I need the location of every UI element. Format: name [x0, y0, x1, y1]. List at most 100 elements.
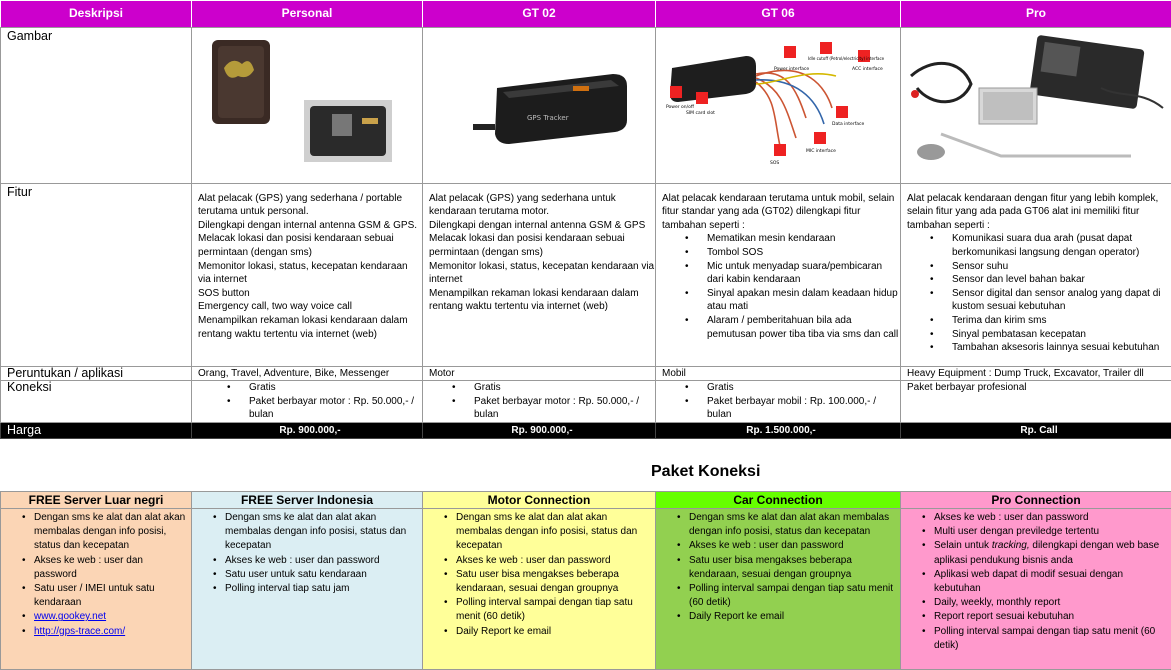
gt06-label-power-onoff: Power on/off	[666, 104, 695, 110]
product-comparison-table: Deskripsi Personal GT 02 GT 06 Pro Gamba…	[0, 0, 1171, 439]
list-item: Satu user untuk satu kendaraan	[225, 568, 418, 582]
list-item: Mic untuk menyadap suara/pembicaran dari…	[707, 260, 900, 287]
fitur-gt02-1: Alat pelacak (GPS) yang sederhana untuk …	[429, 192, 655, 219]
list-item: Daily, weekly, monthly report	[934, 596, 1167, 610]
list-item: Paket berbayar motor : Rp. 50.000,- / bu…	[249, 395, 422, 422]
gt06-label-data: Data interface	[832, 121, 864, 127]
gt06-label-sos: SOS	[770, 160, 779, 166]
fitur-gt06: Alat pelacak kendaraan terutama untuk mo…	[656, 183, 901, 366]
koneksi-gt06-list: Gratis Paket berbayar mobil : Rp. 100.00…	[662, 381, 900, 422]
paket-koneksi-table: FREE Server Luar negri FREE Server Indon…	[0, 491, 1171, 670]
paket-car-list: Dengan sms ke alat dan alat akan membala…	[656, 511, 896, 625]
fitur-pro-intro: Alat pelacak kendaraan dengan fitur yang…	[907, 192, 1171, 233]
fitur-gt02-2: Dilengkapi dengan internal antenna GSM &…	[429, 219, 655, 260]
fitur-personal-5: Emergency call, two way voice call	[198, 300, 422, 314]
list-item: Polling interval sampai dengan tiap satu…	[934, 625, 1167, 653]
gt06-label-mic: MIC interface	[806, 148, 836, 154]
paket-header-motor: Motor Connection	[423, 492, 656, 509]
fitur-personal-2: Dilengkapi dengan internal antenna GSM &…	[198, 219, 422, 260]
paket-header-pro: Pro Connection	[901, 492, 1171, 509]
koneksi-personal-list: Gratis Paket berbayar motor : Rp. 50.000…	[198, 381, 422, 422]
list-item: Sensor dan level bahan bakar	[952, 273, 1171, 287]
fitur-gt06-intro: Alat pelacak kendaraan terutama untuk mo…	[662, 192, 900, 233]
fitur-gt02-3: Memonitor lokasi, status, kecepatan kend…	[429, 260, 655, 287]
list-item: Terima dan kirim sms	[952, 314, 1171, 328]
paket-car: Dengan sms ke alat dan alat akan membala…	[656, 509, 901, 670]
fitur-personal-4: SOS button	[198, 287, 422, 301]
paket-motor-list: Dengan sms ke alat dan alat akan membala…	[423, 511, 651, 639]
gt02-device-image: GPS Tracker	[423, 28, 656, 178]
list-item: Sensor digital dan sensor analog yang da…	[952, 287, 1171, 314]
harga-gt06: Rp. 1.500.000,-	[656, 422, 901, 438]
row-label-koneksi: Koneksi	[1, 381, 192, 423]
list-item: Akses ke web : user dan password	[456, 554, 651, 568]
col-header-pro: Pro	[901, 1, 1171, 28]
list-item: Gratis	[474, 381, 655, 395]
paket-header-free-luar: FREE Server Luar negri	[1, 492, 192, 509]
koneksi-gt02: Gratis Paket berbayar motor : Rp. 50.000…	[423, 381, 656, 423]
fitur-gt02-4: Menampilkan rekaman lokasi kendaraan dal…	[429, 287, 655, 314]
harga-personal: Rp. 900.000,-	[192, 422, 423, 438]
paket-free-luar: Dengan sms ke alat dan alat akan membala…	[1, 509, 192, 670]
row-label-peruntukan: Peruntukan / aplikasi	[1, 366, 192, 381]
fitur-personal-6: Menampilkan rekaman lokasi kendaraan dal…	[198, 314, 422, 341]
paket-pro: Akses ke web : user dan password Multi u…	[901, 509, 1171, 670]
list-item: Daily Report ke email	[689, 610, 896, 624]
list-item: Sinyal apakan mesin dalam keadaan hidup …	[707, 287, 900, 314]
list-item: Gratis	[249, 381, 422, 395]
paket-motor: Dengan sms ke alat dan alat akan membala…	[423, 509, 656, 670]
list-item: Komunikasi suara dua arah (pusat dapat b…	[952, 232, 1171, 259]
peruntukan-row: Peruntukan / aplikasi Orang, Travel, Adv…	[1, 366, 1171, 381]
list-item: Tambahan aksesoris lainnya sesuai kebutu…	[952, 341, 1171, 355]
gps-trace-link[interactable]: http://gps-trace.com/	[34, 626, 125, 637]
list-item: Akses ke web : user dan password	[689, 539, 896, 553]
paket-header-row: FREE Server Luar negri FREE Server Indon…	[1, 492, 1171, 509]
fitur-pro: Alat pelacak kendaraan dengan fitur yang…	[901, 183, 1171, 366]
fitur-gt06-list: Mematikan mesin kendaraan Tombol SOS Mic…	[662, 232, 900, 341]
list-item: Akses ke web : user dan password	[934, 511, 1167, 525]
gt06-image-cell: Power interface Idle cutoff (Petrol/elec…	[656, 28, 901, 184]
svg-text:GPS Tracker: GPS Tracker	[527, 114, 569, 122]
list-item: Daily Report ke email	[456, 625, 651, 639]
paket-header-free-indonesia: FREE Server Indonesia	[192, 492, 423, 509]
peruntukan-personal: Orang, Travel, Adventure, Bike, Messenge…	[192, 366, 423, 381]
koneksi-row: Koneksi Gratis Paket berbayar motor : Rp…	[1, 381, 1171, 423]
list-item: http://gps-trace.com/	[34, 625, 187, 639]
paket-free-indonesia-list: Dengan sms ke alat dan alat akan membala…	[192, 511, 418, 596]
paket-koneksi-title: Paket Koneksi	[651, 463, 760, 481]
col-header-deskripsi: Deskripsi	[1, 1, 192, 28]
list-item: Satu user bisa mengakses beberapa kendar…	[456, 568, 651, 596]
list-item: Selain untuk tracking, dilengkapi dengan…	[934, 539, 1167, 567]
fitur-personal-1: Alat pelacak (GPS) yang sederhana / port…	[198, 192, 422, 219]
koneksi-pro: Paket berbayar profesional	[901, 381, 1171, 423]
gt06-label-power: Power interface	[774, 66, 809, 72]
personal-device-image	[192, 28, 423, 178]
list-item: Aplikasi web dapat di modif sesuai denga…	[934, 568, 1167, 596]
row-label-fitur: Fitur	[1, 183, 192, 366]
harga-gt02: Rp. 900.000,-	[423, 422, 656, 438]
gt06-device-image: Power interface Idle cutoff (Petrol/elec…	[656, 28, 901, 178]
list-item: Polling interval sampai dengan tiap satu…	[456, 596, 651, 624]
list-item: Tombol SOS	[707, 246, 900, 260]
col-header-gt06: GT 06	[656, 1, 901, 28]
koneksi-personal: Gratis Paket berbayar motor : Rp. 50.000…	[192, 381, 423, 423]
list-item: Polling interval tiap satu jam	[225, 582, 418, 596]
row-label-harga: Harga	[1, 422, 192, 438]
header-row: Deskripsi Personal GT 02 GT 06 Pro	[1, 1, 1171, 28]
gt06-label-idle-cutoff: Idle cutoff (Petrol/electricity) interfa…	[808, 56, 885, 61]
row-label-gambar: Gambar	[1, 28, 192, 184]
fitur-personal-3: Memonitor lokasi, status, kecepatan kend…	[198, 260, 422, 287]
koneksi-gt06: Gratis Paket berbayar mobil : Rp. 100.00…	[656, 381, 901, 423]
harga-row: Harga Rp. 900.000,- Rp. 900.000,- Rp. 1.…	[1, 422, 1171, 438]
peruntukan-gt06: Mobil	[656, 366, 901, 381]
gookey-link[interactable]: www.gookey.net	[34, 611, 106, 622]
list-item: Paket berbayar mobil : Rp. 100.000,- / b…	[707, 395, 900, 422]
fitur-gt02: Alat pelacak (GPS) yang sederhana untuk …	[423, 183, 656, 366]
koneksi-gt02-list: Gratis Paket berbayar motor : Rp. 50.000…	[429, 381, 655, 422]
gt02-image-cell: GPS Tracker	[423, 28, 656, 184]
list-item: Satu user / IMEI untuk satu kendaraan	[34, 582, 187, 610]
list-item: Paket berbayar motor : Rp. 50.000,- / bu…	[474, 395, 655, 422]
pro-image-cell	[901, 28, 1171, 184]
list-item: Gratis	[707, 381, 900, 395]
gambar-row: Gambar GPS Tracker	[1, 28, 1171, 184]
